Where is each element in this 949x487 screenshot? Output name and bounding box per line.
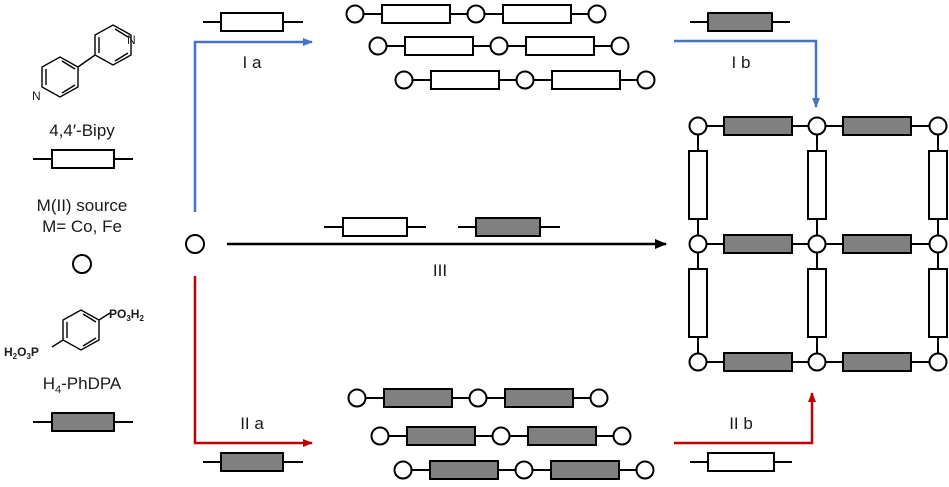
route-Ia-bipy-linker bbox=[203, 12, 303, 32]
phdpa-structure bbox=[51, 309, 111, 351]
route-Ia-label: I a bbox=[243, 53, 262, 72]
route-III-label: III bbox=[433, 261, 447, 280]
route-IIa-arrow bbox=[193, 276, 313, 447]
route-Ib-label: I b bbox=[732, 53, 751, 72]
phdpa-top-group: PO3H2 bbox=[109, 307, 144, 323]
metal-source-label: M(II) source bbox=[37, 196, 128, 215]
bipy-n-atom-left: N bbox=[32, 89, 41, 103]
bipy-n-atom-right: N bbox=[127, 33, 136, 47]
route-IIb-arrow bbox=[674, 392, 816, 445]
metal-type-label: M= Co, Fe bbox=[42, 217, 122, 236]
route-III-phdpa-linker bbox=[458, 217, 560, 237]
route-IIb-bipy-linker bbox=[690, 452, 792, 472]
bipy-label: 4,4′-Bipy bbox=[49, 121, 115, 140]
bipy-chains bbox=[345, 4, 656, 90]
route-Ib-phdpa-linker bbox=[690, 12, 790, 32]
route-Ia-arrow bbox=[193, 38, 313, 212]
route-Ib-arrow bbox=[674, 39, 820, 108]
phdpa-label: H4-PhDPA bbox=[43, 374, 122, 396]
route-IIb-label: II b bbox=[729, 414, 753, 433]
phdpa-linker-symbol bbox=[33, 412, 133, 432]
phdpa-left-group: H2O3P bbox=[4, 345, 39, 361]
start-metal-node bbox=[185, 234, 205, 254]
route-III-bipy-linker bbox=[324, 217, 426, 237]
metal-node-symbol bbox=[72, 254, 92, 274]
route-IIa-label: II a bbox=[240, 414, 264, 433]
2d-network bbox=[688, 116, 948, 372]
route-IIa-phdpa-linker bbox=[203, 452, 303, 472]
bipy-linker-symbol bbox=[33, 149, 133, 169]
phdpa-chains bbox=[347, 388, 655, 480]
bipy-structure bbox=[41, 24, 132, 98]
